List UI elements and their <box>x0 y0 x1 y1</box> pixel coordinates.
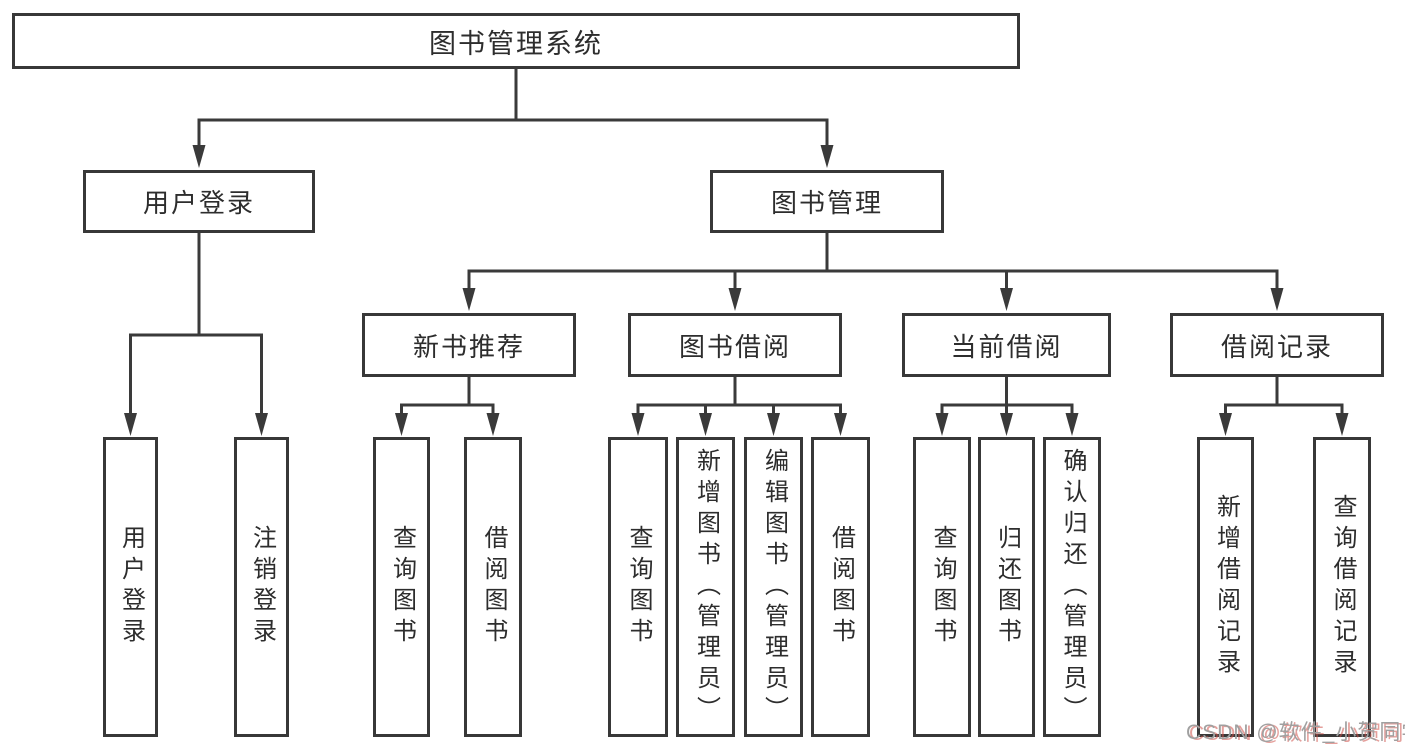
leaf-query-books-recommend: 查询图书 <box>373 437 430 737</box>
leaf-label: 归还图书 <box>993 525 1021 649</box>
leaf-label: 借阅图书 <box>480 525 507 649</box>
leaf-add-borrow-record: 新增借阅记录 <box>1197 437 1254 737</box>
node-library-management-system: 图书管理系统 <box>12 13 1020 69</box>
leaf-query-borrow-record: 查询借阅记录 <box>1313 437 1371 737</box>
node-new-book-recommend: 新书推荐 <box>362 313 576 377</box>
leaf-label: 用户登录 <box>117 525 145 649</box>
leaf-label: 新增图书（管理员） <box>692 447 720 727</box>
leaf-label: 借阅图书 <box>827 525 855 649</box>
node-label: 借阅记录 <box>1220 331 1333 362</box>
node-label: 图书管理系统 <box>429 28 603 59</box>
leaf-user-login: 用户登录 <box>103 437 158 737</box>
node-book-management: 图书管理 <box>710 170 944 233</box>
node-label: 当前借阅 <box>950 331 1063 362</box>
leaf-query-books-current: 查询图书 <box>913 437 971 737</box>
leaf-borrow-books-recommend: 借阅图书 <box>464 437 522 737</box>
leaf-label: 注销登录 <box>248 525 276 649</box>
leaf-borrow-books: 借阅图书 <box>811 437 870 737</box>
leaf-label: 查询图书 <box>388 525 416 649</box>
node-book-borrowing: 图书借阅 <box>628 313 842 377</box>
leaf-label: 查询图书 <box>929 525 956 649</box>
node-label: 用户登录 <box>142 188 255 218</box>
node-label: 图书管理 <box>770 188 883 218</box>
leaf-label: 编辑图书（管理员） <box>760 447 788 727</box>
node-label: 新书推荐 <box>412 331 525 362</box>
leaf-edit-books-admin: 编辑图书（管理员） <box>744 437 803 737</box>
leaf-label: 确认归还（管理员） <box>1059 447 1086 727</box>
leaf-label: 查询图书 <box>625 525 652 649</box>
leaf-query-books-borrowing: 查询图书 <box>608 437 668 737</box>
leaf-confirm-return-admin: 确认归还（管理员） <box>1043 437 1101 737</box>
node-current-borrowing: 当前借阅 <box>902 313 1111 377</box>
node-user-login: 用户登录 <box>83 170 315 233</box>
watermark: CSDN @软件_小贺同学 <box>1186 721 1405 744</box>
leaf-add-books-admin: 新增图书（管理员） <box>676 437 735 737</box>
node-borrow-records: 借阅记录 <box>1170 313 1384 377</box>
node-label: 图书借阅 <box>678 331 791 362</box>
leaf-logout: 注销登录 <box>234 437 289 737</box>
leaf-return-books: 归还图书 <box>978 437 1035 737</box>
leaf-label: 查询借阅记录 <box>1329 494 1356 680</box>
leaf-label: 新增借阅记录 <box>1212 494 1240 680</box>
